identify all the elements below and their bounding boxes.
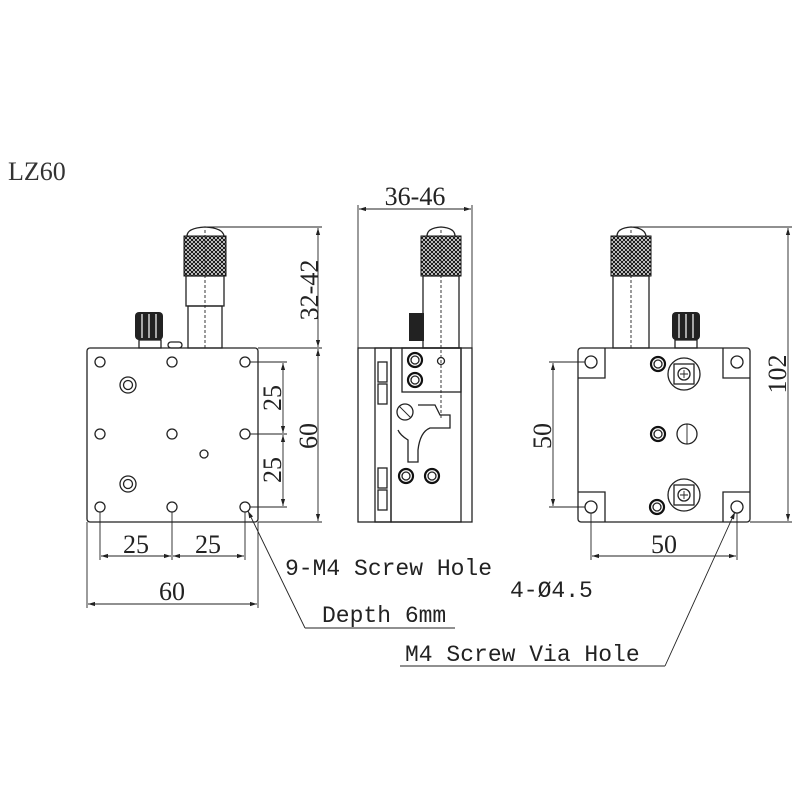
stage-plate-back	[577, 347, 751, 523]
dim-spacing-h1: 25	[123, 530, 149, 559]
back-view: 102 50 50 4-Ø4.5 M4 Screw Via Hole	[400, 226, 792, 668]
dim-plate-height: 60	[294, 423, 323, 449]
dim-spacing-v1: 25	[258, 385, 287, 411]
via-hole-count-label: 4-Ø4.5	[510, 578, 593, 604]
dim-spacing-v2: 25	[258, 457, 287, 483]
dim-spacing-h2: 25	[195, 530, 221, 559]
depth-label: Depth 6mm	[322, 603, 446, 629]
screw-hole-label: 9-M4 Screw Hole	[285, 556, 492, 582]
m4-screw-holes	[94, 356, 251, 513]
model-title: LZ60	[8, 157, 66, 186]
lock-knob	[135, 312, 183, 349]
dim-height-range: 32-42	[295, 260, 324, 321]
dim-via-spacing-v: 50	[528, 423, 557, 449]
dim-width-range: 36-46	[385, 182, 446, 211]
via-hole-label: M4 Screw Via Hole	[405, 642, 640, 668]
dim-plate-width: 60	[159, 577, 185, 606]
dim-via-spacing-h: 50	[651, 530, 677, 559]
dim-total-height: 102	[763, 355, 792, 394]
micrometer	[183, 226, 227, 349]
side-view: 36-46	[357, 182, 473, 523]
stage-plate	[86, 347, 259, 523]
front-view: 32-42 60 25 25 25 25 60 9-M4 Screw Hole …	[86, 226, 492, 629]
